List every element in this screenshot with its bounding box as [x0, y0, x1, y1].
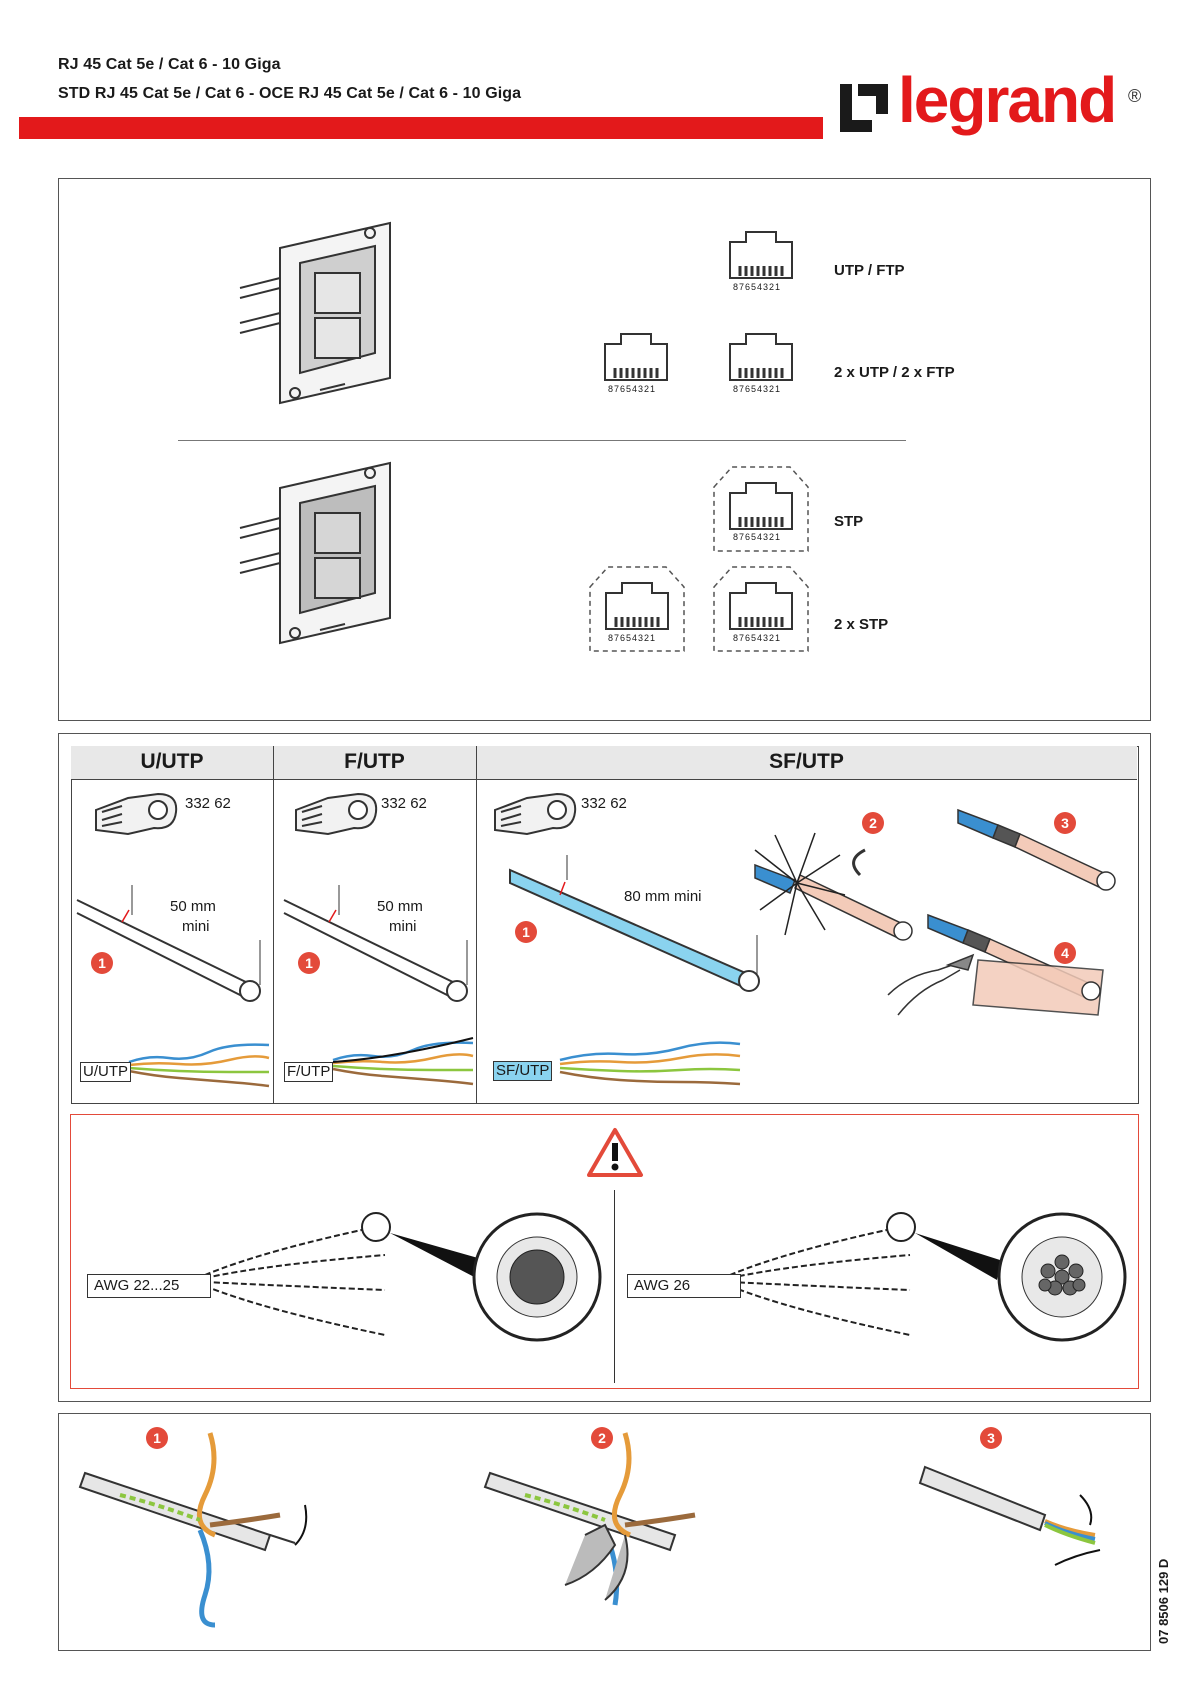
step-2-badge: 2 — [591, 1427, 613, 1449]
rj45-jack-icon — [729, 333, 793, 381]
cable-futp-illustration — [283, 885, 468, 1002]
wiring-step-1-illustration — [78, 1432, 308, 1628]
step-1-badge: 1 — [91, 952, 113, 974]
twisted-pairs-sfutp — [559, 1041, 741, 1086]
label-2x-utp-ftp: 2 x UTP / 2 x FTP — [834, 364, 955, 381]
foil-cut-illustration — [887, 913, 1104, 1016]
awg-right-label: AWG 26 — [627, 1274, 741, 1298]
step-4-badge: 4 — [1054, 942, 1076, 964]
pin-numbers: 87654321 — [608, 633, 657, 643]
tool-ref: 332 62 — [381, 795, 427, 812]
tag-sfutp: SF/UTP — [493, 1061, 553, 1081]
length-mini-label: mini — [389, 918, 417, 935]
label-utp-ftp: UTP / FTP — [834, 262, 905, 279]
rj45-module-shielded-illustration — [239, 461, 391, 645]
pin-numbers: 87654321 — [733, 282, 782, 292]
stripping-tool-icon — [295, 792, 378, 836]
stranded-conductor-wires — [729, 1224, 911, 1336]
wiring-step-2-illustration — [483, 1432, 696, 1606]
awg-left-label: AWG 22...25 — [87, 1274, 211, 1298]
cable-sfutp-illustration — [509, 855, 760, 992]
braid-foldback-illustration — [754, 832, 913, 941]
twisted-pairs-uutp — [128, 1043, 270, 1088]
twisted-pairs-futp — [332, 1037, 474, 1086]
col-header-sfutp: SF/UTP — [769, 750, 844, 773]
label-stp: STP — [834, 513, 864, 530]
col-divider — [476, 746, 477, 1103]
col-divider — [273, 746, 274, 1103]
awg-warning-box — [70, 1114, 1139, 1389]
wiring-step-3-illustration — [918, 1465, 1101, 1566]
warning-icon — [587, 1128, 643, 1177]
pin-numbers: 87654321 — [733, 532, 782, 542]
length-mini-label: mini — [182, 918, 210, 935]
step-1-badge: 1 — [146, 1427, 168, 1449]
rj45-shielded-jack-icon — [713, 466, 809, 552]
tool-ref: 332 62 — [185, 795, 231, 812]
col-header-uutp: U/UTP — [140, 750, 204, 773]
step-1-badge: 1 — [515, 921, 537, 943]
tool-ref: 332 62 — [581, 795, 627, 812]
col-header-futp: F/UTP — [344, 750, 405, 773]
pin-numbers: 87654321 — [733, 633, 782, 643]
step-1-badge: 1 — [298, 952, 320, 974]
label-2x-stp: 2 x STP — [834, 616, 889, 633]
rj45-shielded-jack-icon — [589, 566, 685, 652]
header-title-line2: STD RJ 45 Cat 5e / Cat 6 - OCE RJ 45 Cat… — [58, 85, 522, 102]
step-3-badge: 3 — [980, 1427, 1002, 1449]
brand-wordmark: legrand — [898, 64, 1117, 136]
legrand-logo-icon — [838, 80, 893, 138]
registered-mark: ® — [1128, 86, 1142, 106]
header-red-bar — [19, 117, 823, 139]
cable-uutp-illustration — [76, 885, 261, 1002]
rj45-jack-icon — [729, 231, 793, 279]
socket-types-panel — [58, 178, 1151, 721]
tag-uutp: U/UTP — [80, 1062, 131, 1082]
stripping-tool-icon — [95, 792, 178, 836]
rj45-shielded-jack-icon — [713, 566, 809, 652]
cable-prep-panel — [58, 733, 1151, 1402]
pin-numbers: 87654321 — [608, 384, 657, 394]
length-label-80: 80 mm mini — [624, 888, 702, 905]
braid-wrapped-illustration — [957, 808, 1116, 891]
panel-divider — [178, 440, 906, 441]
document-code: 07 8506 129 D — [1156, 1558, 1171, 1644]
stripping-tool-icon — [494, 792, 577, 836]
solid-conductor-zoom — [361, 1212, 602, 1342]
step-3-badge: 3 — [1054, 812, 1076, 834]
rj45-jack-icon — [604, 333, 668, 381]
length-label: 50 mm — [377, 898, 423, 915]
header-title-line1: RJ 45 Cat 5e / Cat 6 - 10 Giga — [58, 56, 281, 73]
table-header-row — [71, 746, 1137, 780]
solid-conductor-wires — [204, 1224, 386, 1336]
length-label: 50 mm — [170, 898, 216, 915]
rj45-module-single-illustration — [239, 221, 391, 405]
tag-futp: F/UTP — [284, 1062, 334, 1082]
warning-divider — [614, 1190, 615, 1383]
step-2-badge: 2 — [862, 812, 884, 834]
pin-numbers: 87654321 — [733, 384, 782, 394]
stranded-conductor-zoom — [886, 1212, 1127, 1342]
